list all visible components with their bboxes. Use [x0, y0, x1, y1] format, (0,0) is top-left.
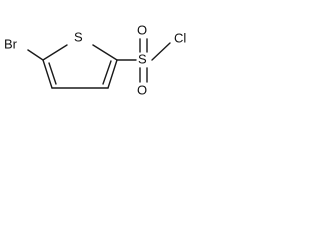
oxygen-top-label: O: [137, 22, 147, 37]
bond-ring-s-c2: [92, 44, 118, 61]
bond-c4-c5: [42, 59, 53, 89]
structure-canvas: Br S S O O Cl: [0, 0, 204, 102]
sulfonyl-sulfur-label: S: [138, 51, 147, 66]
oxygen-bottom-label: O: [137, 82, 147, 97]
bromine-label: Br: [4, 36, 18, 51]
ring-sulfur-label: S: [74, 29, 83, 44]
chlorine-label: Cl: [174, 30, 186, 45]
bond-c4-c5-double: [48, 62, 57, 85]
bond-c2-c3-double: [102, 60, 112, 85]
bond-c5-ring-s: [42, 44, 68, 61]
bond-c2-c3: [107, 59, 118, 89]
bromothiophene-sulfonyl-chloride-structure: Br S S O O Cl: [4, 22, 186, 97]
bond-br-c5: [27, 49, 44, 61]
bond-s-cl: [151, 42, 171, 61]
